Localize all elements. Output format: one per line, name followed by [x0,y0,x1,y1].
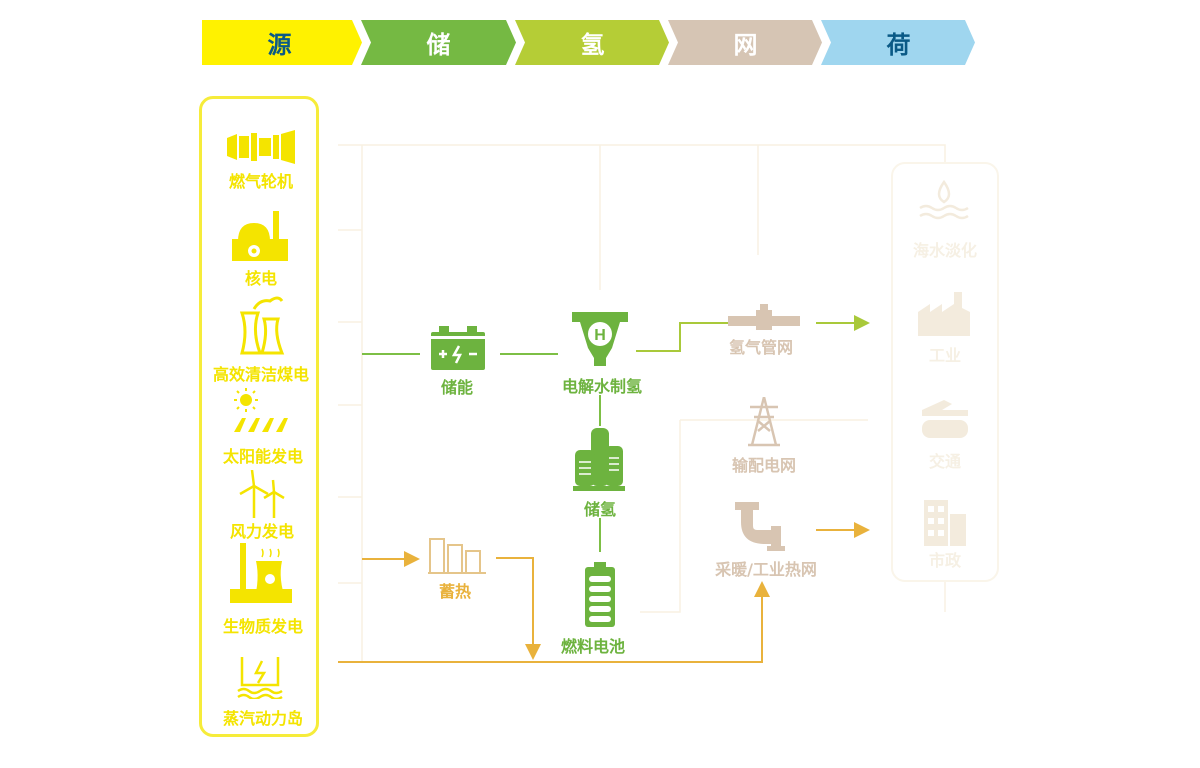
hydrogen-label-storage: 储氢 [583,500,617,519]
stage-chevron-storage [361,20,516,65]
load-label-industry: 工业 [928,346,962,365]
stage-label-grid: 网 [733,31,758,59]
cooling-tower-icon [239,296,285,355]
load-panel [891,162,999,582]
steam-island-icon [237,657,283,699]
stage-label-storage: 储 [426,31,451,59]
hydrogen-tank-icon [573,428,625,491]
source-label-solar: 太阳能发电 [222,447,304,466]
desalination-icon [919,180,969,220]
hydrogen-label-electrolysis: 电解水制氢 [561,377,643,396]
wind-turbine-icon [239,470,285,518]
heat-storage-tanks-icon [428,538,486,574]
grid-label-power: 输配电网 [731,456,797,475]
heat-pipe-icon [735,502,785,551]
stage-label-hydrogen: 氢 [580,31,605,59]
grid-label-pipeline: 氢气管网 [728,338,794,357]
gas-turbine-icon [227,130,295,164]
source-label-biomass: 生物质发电 [222,617,304,636]
source-label-gas-turbine: 燃气轮机 [228,172,294,191]
stage-chevron-hydrogen [515,20,669,65]
load-label-transport: 交通 [928,452,962,471]
source-label-steam-island: 蒸汽动力岛 [222,709,304,728]
load-label-desalination: 海水淡化 [912,241,978,260]
h2-electrolyzer-icon: H [572,312,628,366]
power-tower-icon [748,397,780,447]
biomass-plant-icon [230,543,292,603]
source-label-wind: 风力发电 [229,522,295,541]
stage-label-source: 源 [267,31,292,59]
pipeline-icon [728,304,800,330]
transport-icon [922,400,968,438]
stage-label-load: 荷 [886,31,911,59]
factory-icon [918,292,970,336]
municipal-building-icon [924,500,966,546]
hydrogen-label-fuel-cell: 燃料电池 [560,637,626,656]
stage-header [202,20,975,65]
fuel-cell-icon [585,562,615,627]
source-panel [199,96,319,737]
storage-label-battery: 储能 [440,378,474,397]
nuclear-plant-icon [232,211,288,261]
load-label-municipal: 市政 [928,551,962,570]
source-label-nuclear: 核电 [244,269,278,288]
source-label-coal: 高效清洁煤电 [212,365,310,384]
solar-panel-icon [234,388,288,432]
stage-chevron-grid [668,20,822,65]
storage-label-heat: 蓄热 [438,582,472,601]
h2-symbol: H [594,327,606,344]
battery-icon [431,326,485,370]
grid-label-heating: 采暖/工业热网 [715,560,817,579]
stage-chevron-load [821,20,975,65]
stage-chevron-source [202,20,362,65]
